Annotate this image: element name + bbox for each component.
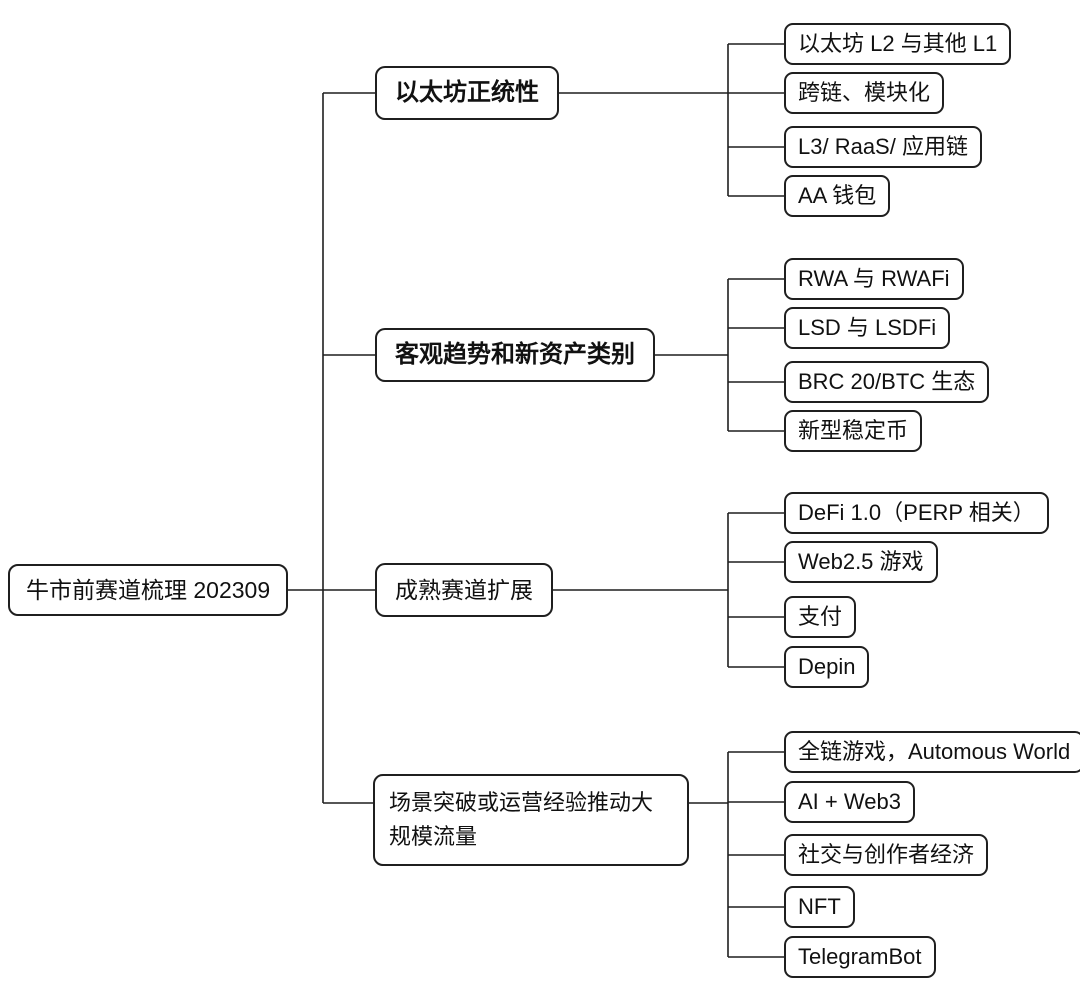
- child-brc20-btc-ecosystem[interactable]: BRC 20/BTC 生态: [784, 361, 990, 403]
- branch-mature-track-expansion[interactable]: 成熟赛道扩展: [375, 563, 553, 617]
- child-defi-1-0-perp[interactable]: DeFi 1.0（PERP 相关）: [784, 492, 1049, 534]
- child-payments[interactable]: 支付: [784, 596, 857, 638]
- node-root[interactable]: 牛市前赛道梳理 202309: [8, 564, 289, 616]
- child-nft[interactable]: NFT: [784, 886, 855, 928]
- child-web2-5-games[interactable]: Web2.5 游戏: [784, 541, 938, 583]
- child-social-creator-economy[interactable]: 社交与创作者经济: [784, 834, 989, 876]
- child-crosschain-modular[interactable]: 跨链、模块化: [784, 72, 945, 114]
- child-eth-l2-other-l1[interactable]: 以太坊 L2 与其他 L1: [784, 23, 1012, 65]
- branch-ethereum-orthodoxy[interactable]: 以太坊正统性: [375, 66, 559, 120]
- child-ai-web3[interactable]: AI + Web3: [784, 781, 915, 823]
- child-depin[interactable]: Depin: [784, 646, 870, 688]
- child-telegrambot[interactable]: TelegramBot: [784, 936, 936, 978]
- child-aa-wallet[interactable]: AA 钱包: [784, 175, 891, 217]
- child-rwa-rwafi[interactable]: RWA 与 RWAFi: [784, 258, 964, 300]
- branch-new-asset-trends[interactable]: 客观趋势和新资产类别: [375, 328, 655, 382]
- child-new-stablecoin[interactable]: 新型稳定币: [784, 410, 923, 452]
- child-fullchain-games-automous-world[interactable]: 全链游戏，Automous World: [784, 731, 1080, 773]
- child-l3-raas-appchain[interactable]: L3/ RaaS/ 应用链: [784, 126, 982, 168]
- child-lsd-lsdfi[interactable]: LSD 与 LSDFi: [784, 307, 951, 349]
- branch-mass-traffic-scenarios[interactable]: 场景突破或运营经验推动大规模流量: [373, 774, 689, 866]
